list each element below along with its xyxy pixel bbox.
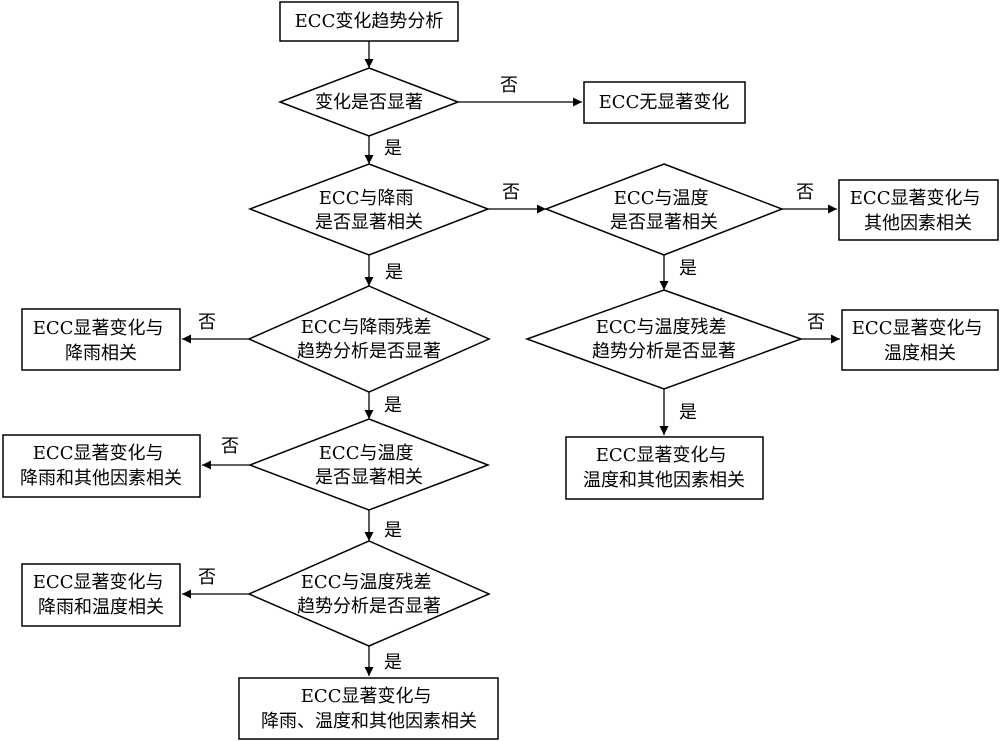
result-temp-and-other: ECC显著变化与 温度和其他因素相关 xyxy=(565,436,764,500)
label-no-temp2: 否 xyxy=(221,436,239,457)
decision-temp-correlation-left: ECC与温度 是否显著相关 xyxy=(247,418,491,511)
result-temp-and-other-text: ECC显著变化与 温度和其他因素相关 xyxy=(583,445,745,491)
result-other-factors: ECC显著变化与 其他因素相关 xyxy=(838,179,999,241)
label-no-temp2-res: 否 xyxy=(198,567,216,588)
decision-rain-correlation-text: ECC与降雨 是否显著相关 xyxy=(315,188,423,233)
decision-temp-residual-left: ECC与温度残差 趋势分析是否显著 xyxy=(247,540,491,647)
decision-temp-correlation-right: ECC与温度 是否显著相关 xyxy=(543,163,785,256)
edge-labels: 否 是 否 否 是 是 否 否 是 是 否 是 否 是 xyxy=(198,75,825,673)
label-no-rain: 否 xyxy=(502,182,520,203)
label-no-change: 否 xyxy=(500,75,518,96)
start-node: ECC变化趋势分析 xyxy=(279,1,459,42)
label-yes-temp2: 是 xyxy=(384,520,402,541)
result-rain-text: ECC显著变化与 降雨相关 xyxy=(33,318,169,364)
result-rain-and-other-text: ECC显著变化与 降雨和其他因素相关 xyxy=(20,443,182,489)
decision-temp-residual-left-text: ECC与温度残差 趋势分析是否显著 xyxy=(297,572,441,617)
result-rain-and-other: ECC显著变化与 降雨和其他因素相关 xyxy=(2,434,201,498)
decision-temp-residual-right: ECC与温度残差 趋势分析是否显著 xyxy=(524,289,804,390)
decision-rain-correlation: ECC与降雨 是否显著相关 xyxy=(247,163,491,256)
label-no-temp1: 否 xyxy=(796,182,814,203)
label-no-rain-res: 否 xyxy=(198,312,216,333)
result-rain-and-temp-text: ECC显著变化与 降雨和温度相关 xyxy=(33,572,169,618)
result-all-factors: ECC显著变化与 降雨、温度和其他因素相关 xyxy=(238,677,499,740)
label-yes-change: 是 xyxy=(384,138,402,159)
decision-significant-change-text: 变化是否显著 xyxy=(315,92,423,113)
decision-temp-correlation-right-text: ECC与温度 是否显著相关 xyxy=(610,188,718,233)
decision-rain-residual-text: ECC与降雨残差 趋势分析是否显著 xyxy=(297,317,441,362)
label-yes-rain-res: 是 xyxy=(384,395,402,416)
decision-significant-change: 变化是否显著 xyxy=(277,67,461,137)
label-yes-temp1-res: 是 xyxy=(679,402,697,423)
edges xyxy=(182,41,840,676)
label-no-temp1-res: 否 xyxy=(807,312,825,333)
decision-rain-residual: ECC与降雨残差 趋势分析是否显著 xyxy=(247,285,491,393)
start-node-text: ECC变化趋势分析 xyxy=(295,11,444,32)
result-no-significant-change: ECC无显著变化 xyxy=(583,81,746,124)
decision-temp-residual-right-text: ECC与温度残差 趋势分析是否显著 xyxy=(592,317,736,362)
result-rain: ECC显著变化与 降雨相关 xyxy=(21,308,181,371)
result-all-factors-text: ECC显著变化与 降雨、温度和其他因素相关 xyxy=(261,686,477,732)
result-rain-and-temp: ECC显著变化与 降雨和温度相关 xyxy=(21,563,181,627)
label-yes-temp2-res: 是 xyxy=(384,652,402,673)
label-yes-temp1: 是 xyxy=(679,258,697,279)
result-temp-text: ECC显著变化与 温度相关 xyxy=(852,318,988,364)
decision-temp-correlation-left-text: ECC与温度 是否显著相关 xyxy=(315,443,423,488)
label-yes-rain: 是 xyxy=(385,262,403,283)
result-no-significant-change-text: ECC无显著变化 xyxy=(599,92,730,113)
result-other-factors-text: ECC显著变化与 其他因素相关 xyxy=(850,188,986,234)
result-temp: ECC显著变化与 温度相关 xyxy=(841,309,999,371)
